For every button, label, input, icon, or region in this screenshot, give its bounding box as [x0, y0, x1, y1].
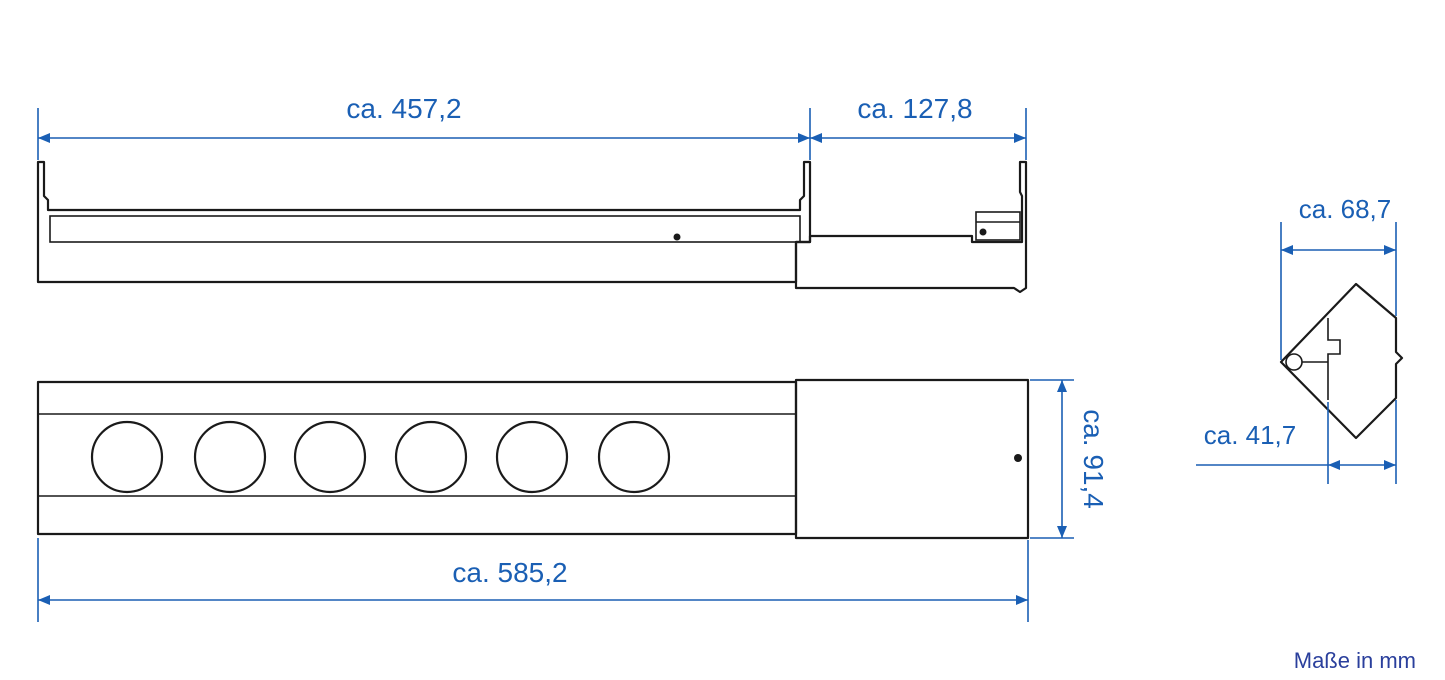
- dim-68: ca. 68,7: [1299, 194, 1392, 224]
- socket: [90, 420, 164, 494]
- end-view: ca. 68,7 ca. 41,7: [1196, 194, 1404, 484]
- dim-41: ca. 41,7: [1204, 420, 1297, 450]
- socket: [193, 420, 267, 494]
- top-view: ca. 91,4 ca. 585,2: [36, 378, 1109, 622]
- screw-hole: [673, 233, 681, 241]
- dim-127: ca. 127,8: [857, 93, 972, 124]
- dim-585: ca. 585,2: [452, 557, 567, 588]
- socket: [293, 420, 367, 494]
- socket: [495, 420, 569, 494]
- dim-91: ca. 91,4: [1078, 409, 1109, 509]
- socket: [597, 420, 671, 494]
- screw-hole: [979, 228, 987, 236]
- unit-note: Maße in mm: [1294, 648, 1416, 673]
- dim-457: ca. 457,2: [346, 93, 461, 124]
- screw-hole: [1014, 454, 1022, 462]
- socket: [394, 420, 468, 494]
- side-view: ca. 457,2 ca. 127,8: [36, 93, 1028, 294]
- sockets: [90, 420, 671, 494]
